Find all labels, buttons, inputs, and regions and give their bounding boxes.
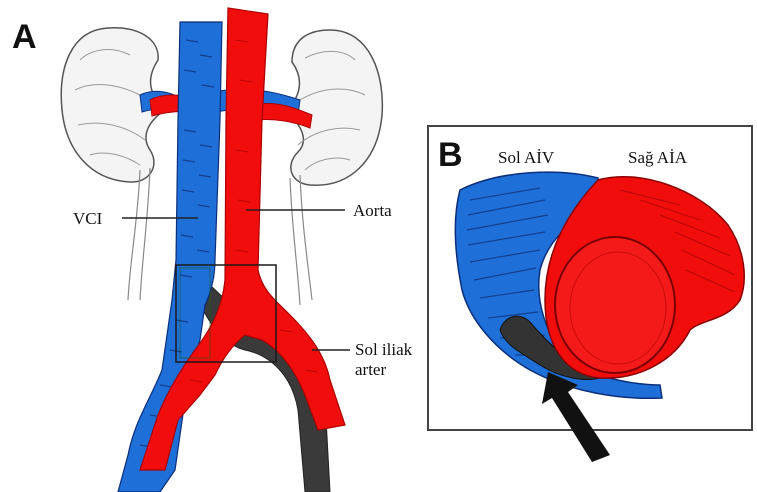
panel-b-letter: B: [438, 136, 463, 174]
label-sag-aia: Sağ AİA: [628, 148, 688, 167]
label-arter: arter: [355, 360, 386, 379]
panel-a: A: [12, 8, 413, 492]
panel-a-letter: A: [12, 18, 37, 56]
label-sol-iliak: Sol iliak: [355, 340, 413, 359]
panel-b: B Sol AİV Sağ AİA: [428, 126, 752, 462]
label-sol-aiv: Sol AİV: [498, 148, 555, 167]
sag-aia-lumen: [555, 237, 675, 373]
kidney-left-icon: [61, 28, 165, 300]
label-vci: VCI: [73, 209, 103, 228]
kidney-right-icon: [285, 30, 382, 305]
label-aorta: Aorta: [353, 201, 392, 220]
